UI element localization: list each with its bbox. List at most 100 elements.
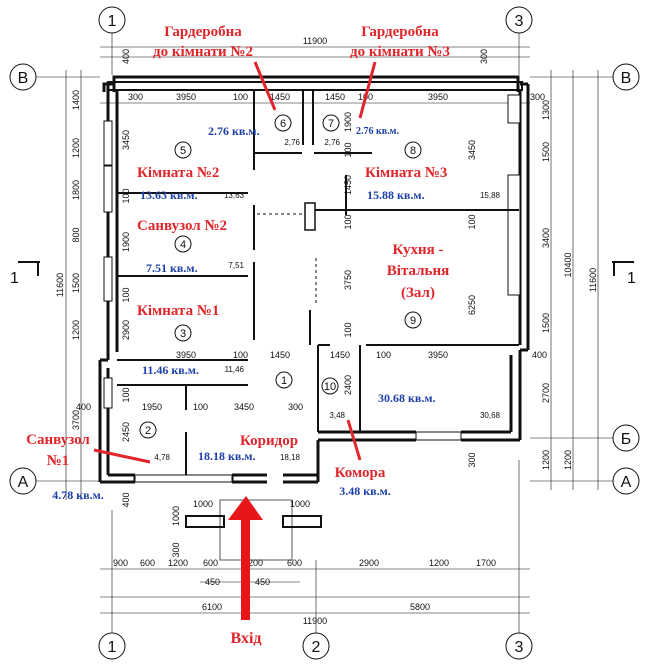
entrance-label: Вхід [231,630,262,647]
dim-text: 300 [128,92,143,102]
hidden-lines [257,213,317,305]
dimension-lines [65,46,599,614]
dim-text: 1900 [121,232,131,252]
dim-text: 1200 [168,558,188,568]
dim-text: 300 [530,92,545,102]
room-labels: Коридор 18.18 кв.м. Кімната №1 11.46 кв.… [137,124,449,463]
room-number: 1 [281,375,287,387]
dim-text: 3450 [121,130,131,150]
dim-text: 2900 [121,320,131,340]
dim-text: 100 [121,188,131,203]
dim-text: 3750 [343,270,353,290]
room-tag: 4,78 [154,453,170,462]
dim-text: 2900 [359,558,379,568]
section-marks: 1 1 [10,261,636,287]
dim-text: 1400 [71,90,81,110]
dim-text: 100 [343,214,353,229]
room-name-corridor: Коридор [240,433,298,449]
room-name-1: Кімната №1 [137,303,219,319]
dim-text: 100 [121,387,131,402]
section-left-label: 1 [10,270,19,287]
dim-text: 2450 [121,422,131,442]
room-area-wardrobe2: 2.76 кв.м. [208,124,260,138]
room-tags: 18,18 4,78 11,46 7,51 13,63 2,76 2,76 15… [154,138,500,462]
dim-text: 1950 [142,402,162,412]
dim-text: 1500 [541,142,551,162]
room-tag: 11,46 [225,365,245,374]
dim-text: 3950 [176,92,196,102]
dim-text: 1700 [476,558,496,568]
dim-text: 400 [532,350,547,360]
dim-text: 1500 [71,273,81,293]
dim-text: 300 [171,542,181,557]
axis-bubbles: 1 3 1 2 3 В А В Б А [9,6,640,660]
callout-line [346,419,362,461]
dim-text: 600 [203,558,218,568]
dim-text: 3950 [176,350,196,360]
dim-text: 400 [121,49,131,64]
callout-line [253,61,277,111]
dim-text: 3450 [467,140,477,160]
room-tag: 18,18 [280,453,301,462]
section-right-label: 1 [627,270,636,287]
dim-text: 300 [288,402,303,412]
room-area-kitchen: 30.68 кв.м. [378,391,436,405]
room-number: 5 [180,145,186,157]
axis-top-3: 3 [515,13,524,30]
dim-text: 900 [113,558,128,568]
axis-right-b: Б [621,431,632,448]
dim-text: 100 [121,287,131,302]
axis-right-a: А [621,474,632,491]
room-number: 3 [180,328,186,340]
porch [185,499,322,561]
room-area-wardrobe3: 2.76 кв.м. [356,126,399,137]
room-tag: 30,68 [480,411,501,420]
dim-text: 1200 [243,558,263,568]
dim-text: 100 [376,350,391,360]
callout-bath1-area: 4.78 кв.м. [52,488,104,502]
dim-text: 1500 [541,313,551,333]
partitions [117,90,519,475]
dim-text: 100 [343,322,353,337]
dim-text: 100 [343,142,353,157]
axis-lines [36,33,613,633]
dim-text: 3950 [428,350,448,360]
room-area-3: 15.88 кв.м. [367,188,425,202]
callout-line [93,448,151,464]
room-number: 7 [328,118,334,130]
dim-top-overall: 11900 [303,36,327,46]
dim-text: 3450 [234,402,254,412]
callout-wardrobe2-2: до кімнати №2 [153,44,253,60]
room-tag: 15,88 [480,191,501,200]
axis-bottom-3: 3 [515,639,524,656]
windows [103,94,521,483]
entrance-arrow [228,496,263,620]
axis-left-a: А [18,474,29,491]
dim-text: 1450 [270,92,290,102]
callout-pantry-area: 3.48 кв.м. [339,484,391,498]
axis-right-v: В [621,70,632,87]
dim-text: 100 [233,350,248,360]
dim-text: 1200 [429,558,449,568]
dim-text: 2700 [541,383,551,403]
dim-text: 1300 [541,100,551,120]
callout-wardrobe3-1: Гардеробна [361,24,439,40]
room-name-kitchen-1: Кухня - [392,242,443,258]
room-tag: 3,48 [329,411,345,420]
dim-text: 600 [140,558,155,568]
dim-text: 3400 [541,228,551,248]
dim-text: 3700 [71,410,81,430]
room-tag: 2,76 [324,138,340,147]
dim-text: 300 [467,452,477,467]
dim-bottom-overall: 11900 [303,616,327,626]
callout-pantry: Комора [335,465,386,481]
callout-bath1-2: №1 [47,453,70,469]
dim-text: 600 [287,558,302,568]
callouts: Гардеробна до кімнати №2 Гардеробна до к… [26,24,450,647]
dim-right-overall: 11600 [588,268,598,292]
dim-text: 800 [71,227,81,242]
dim-texts: 11900 11900 6100 5800 11600 11600 10400 … [55,36,598,626]
dim-text: 1200 [71,138,81,158]
dim-text: 300 [479,49,489,64]
